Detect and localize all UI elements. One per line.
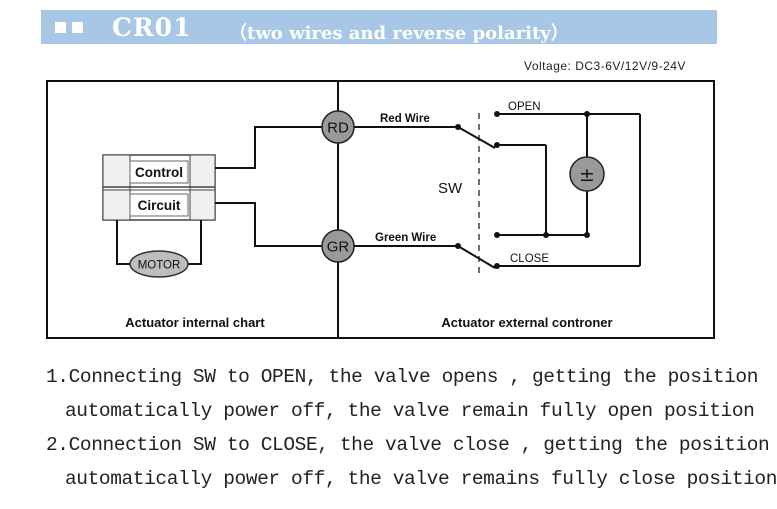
rd-label: RD <box>327 120 349 137</box>
instructions: 1.Connecting SW to OPEN, the valve opens… <box>46 360 777 496</box>
control-label: Control <box>135 165 183 180</box>
internal-chart-caption: Actuator internal chart <box>125 315 265 330</box>
red-wire-label: Red Wire <box>380 113 430 125</box>
motor-label: MOTOR <box>138 260 181 272</box>
external-controller-caption: Actuator external controner <box>441 315 612 330</box>
close-label: CLOSE <box>510 253 549 265</box>
sw-label: SW <box>438 180 463 197</box>
instruction-line-1: 1.Connecting SW to OPEN, the valve opens… <box>46 366 759 388</box>
gr-label: GR <box>327 239 350 256</box>
junction-dots <box>543 111 590 238</box>
motor-wiring <box>116 220 202 265</box>
instruction-line-3: 2.Connection SW to CLOSE, the valve clos… <box>46 434 770 456</box>
internal-wires <box>215 126 322 247</box>
title-squares-icon <box>55 22 95 33</box>
green-wire-label: Green Wire <box>375 232 436 244</box>
wiring-diagram: Control Circuit MOTOR RD GR Red Wire Gre… <box>46 80 715 339</box>
motor-oval <box>129 250 189 278</box>
circuit-label: Circuit <box>138 198 181 213</box>
switch-arm-top <box>457 126 496 149</box>
title-subtitle: （two wires and reverse polarity） <box>229 23 569 44</box>
switch-contacts <box>494 111 500 269</box>
diagram-frame <box>46 80 715 339</box>
instruction-line-4: automatically power off, the valve remai… <box>65 468 777 490</box>
open-label: OPEN <box>508 101 541 113</box>
external-wiring <box>497 113 641 267</box>
voltage-label: Voltage: DC3-6V/12V/9-24V <box>524 59 686 73</box>
power-supply-icon <box>569 156 605 192</box>
title-bar: CR01 （two wires and reverse polarity） <box>41 10 717 44</box>
instruction-line-2: automatically power off, the valve remai… <box>65 400 755 422</box>
control-circuit-block <box>102 154 216 221</box>
model-code: CR01 <box>112 13 192 42</box>
power-symbol: ± <box>579 164 595 186</box>
switch-arm-bottom <box>457 245 496 269</box>
